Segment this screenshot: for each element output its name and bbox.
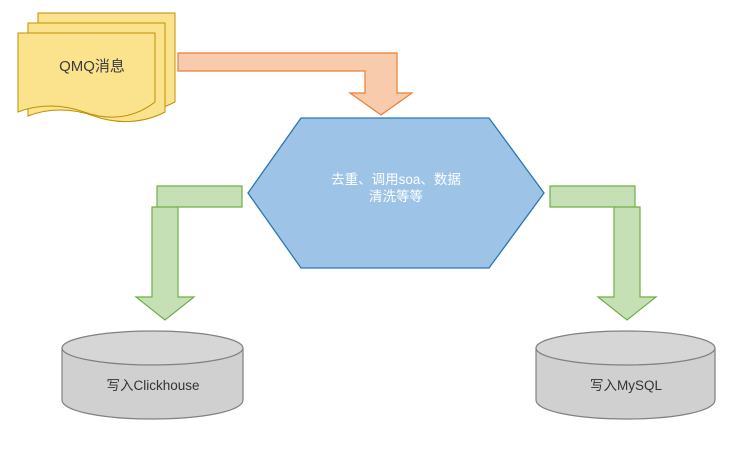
green-elbow-arrow-left-shape xyxy=(134,185,243,321)
cylinder-top-clickhouse xyxy=(61,330,244,366)
hexagon-shape xyxy=(247,117,545,269)
cylinder-body-mysql xyxy=(535,347,716,420)
connector-processing-to-mysql[interactable] xyxy=(549,185,658,321)
document-sheet-front xyxy=(17,32,156,118)
green-elbow-arrow-right-shape xyxy=(549,185,658,321)
node-mysql-sink[interactable] xyxy=(535,330,716,420)
node-clickhouse-sink[interactable] xyxy=(61,330,244,420)
node-qmq-messages[interactable] xyxy=(17,12,176,123)
node-processing[interactable] xyxy=(247,117,545,269)
connector-qmq-to-processing[interactable] xyxy=(177,52,414,116)
connector-processing-to-clickhouse[interactable] xyxy=(134,185,243,321)
cylinder-body-clickhouse xyxy=(61,347,244,420)
orange-elbow-arrow-shape xyxy=(177,52,414,116)
cylinder-top-mysql xyxy=(535,330,716,366)
